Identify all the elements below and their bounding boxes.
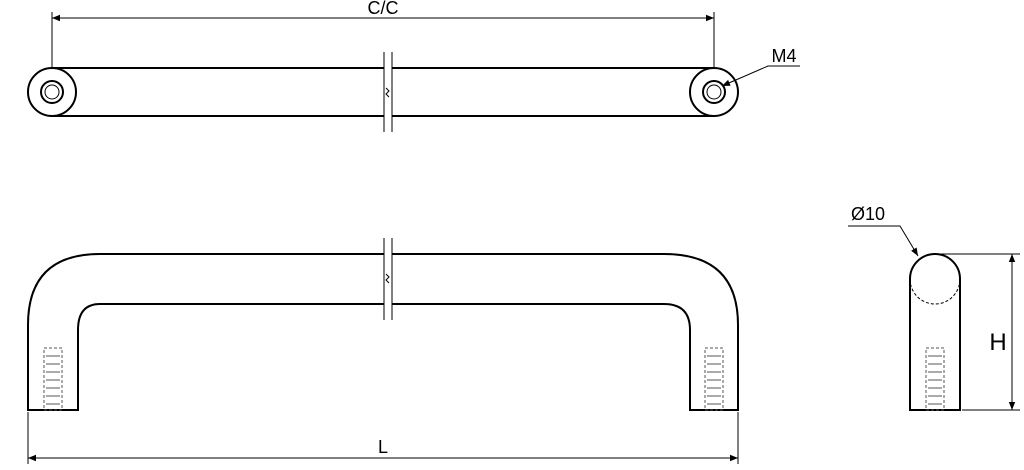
l-dimension-label: L <box>378 437 388 457</box>
right-thread-insert <box>704 347 724 411</box>
break-zigzag-top <box>385 87 390 98</box>
m4-label: M4 <box>771 46 796 66</box>
side-view: Ø10 H <box>848 204 1020 411</box>
left-thread-hole <box>40 80 64 104</box>
right-thread-inner <box>706 84 722 100</box>
left-thread-inner <box>44 84 60 100</box>
break-zigzag-front <box>385 273 390 284</box>
left-thread-insert <box>43 347 63 411</box>
side-hidden-curve <box>909 278 961 305</box>
side-outline <box>909 253 961 411</box>
handle-outline <box>27 253 739 411</box>
h-dimension-label: H <box>989 329 1006 356</box>
side-thread-insert <box>925 347 945 411</box>
top-view: C/C M4 <box>27 0 800 132</box>
front-view: L <box>27 238 739 464</box>
break-gap-front <box>384 238 392 320</box>
diameter-label: Ø10 <box>851 204 885 224</box>
diameter-leader <box>848 225 919 257</box>
bar-outline <box>52 67 714 117</box>
right-end-disc <box>689 67 739 117</box>
m4-leader <box>721 65 800 87</box>
left-end-disc <box>27 67 77 117</box>
right-thread-hole <box>702 80 726 104</box>
cc-dimension-label: C/C <box>368 0 399 18</box>
